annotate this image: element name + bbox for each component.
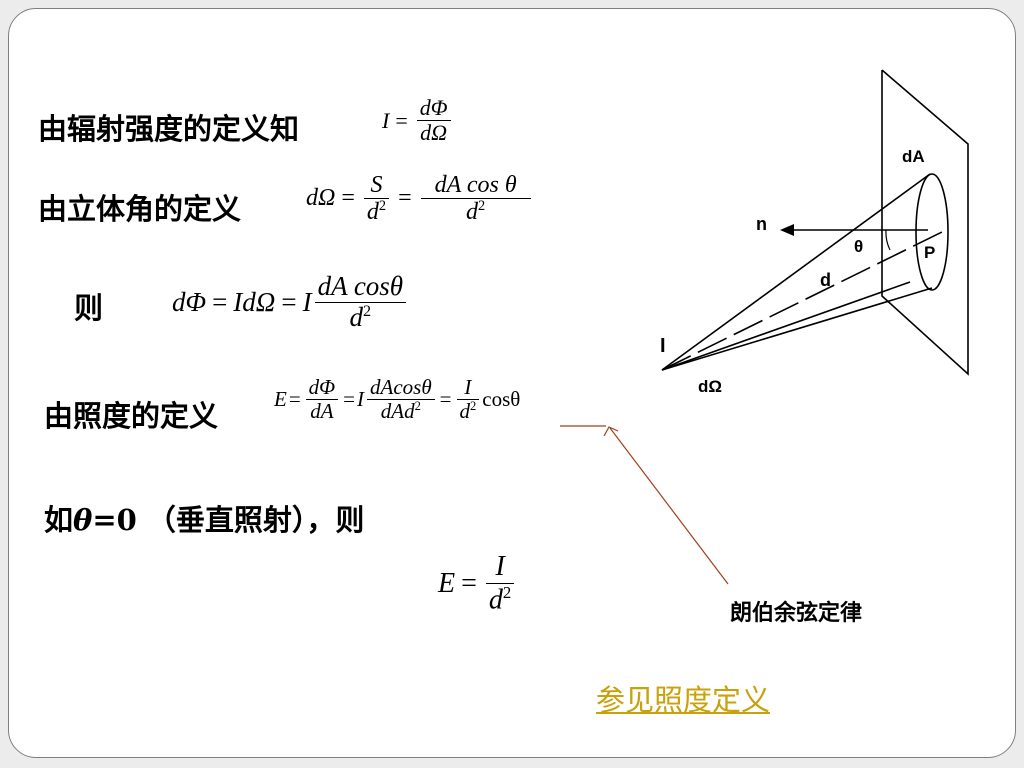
see-illuminance-definition-link[interactable]: 参见照度定义	[596, 683, 771, 717]
eq5-fraction: I d2	[485, 551, 515, 616]
eq4-denominator-2: dAd	[380, 399, 415, 424]
eq1-lhs: I	[382, 107, 390, 133]
label-d: d	[820, 270, 831, 290]
text-theta: θ	[73, 503, 93, 537]
eq2-lhs: dΩ	[306, 185, 336, 212]
eq2-fraction-2: dA cos θ d2	[420, 172, 531, 226]
eq1-denominator: dΩ	[420, 120, 448, 146]
eq4-lhs: E	[274, 387, 287, 412]
equation-illuminance: E = dΦ dA = I dAcosθ dAd2 = I d2 cosθ	[274, 375, 521, 424]
eq4-tail: cosθ	[482, 387, 521, 412]
eq4-fraction-2: dAcosθ dAd2	[367, 375, 435, 424]
eq3-fraction: dA cosθ d2	[314, 271, 407, 332]
eq4-numerator-1: dΦ	[308, 375, 336, 399]
text-if: 如	[44, 503, 74, 537]
eq5-numerator: I	[495, 551, 505, 582]
eq4-denominator-1: dA	[310, 399, 334, 424]
eq4-numerator-2: dAcosθ	[370, 375, 432, 399]
equation-flux: dΦ = IdΩ = I dA cosθ d2	[172, 271, 409, 332]
label-dOmega: dΩ	[698, 377, 722, 396]
eq5-denominator: d	[488, 584, 503, 616]
equation-intensity: I = dΦ dΩ	[382, 95, 454, 146]
eq2-numerator-1: S	[370, 172, 383, 198]
eq4-equals-3: =	[439, 387, 452, 412]
eq2-exponent-2: 2	[478, 198, 486, 215]
eq1-numerator: dΦ	[419, 95, 448, 120]
eq1-equals: =	[395, 107, 408, 133]
eq5-lhs: E	[438, 567, 456, 599]
label-theta: θ	[854, 237, 863, 256]
eq2-numerator-2: dA cos θ	[434, 172, 517, 198]
eq4-factor: I	[357, 387, 365, 412]
equation-solid-angle: dΩ = S d2 = dA cos θ d2	[306, 172, 534, 226]
eq3-denominator: d	[349, 301, 364, 332]
eq3-numerator: dA cosθ	[317, 271, 404, 301]
eq4-fraction-3: I d2	[456, 375, 480, 424]
eq3-middle: IdΩ	[233, 286, 276, 317]
plane	[881, 69, 969, 376]
eq2-equals-2: =	[398, 185, 412, 212]
text-normal-incidence-rest: =0 （垂直照射），则	[92, 503, 365, 537]
eq1-fraction: dΦ dΩ	[416, 95, 451, 146]
equation-inverse-square: E = I d2	[438, 551, 517, 616]
eq3-lhs: dΦ	[172, 286, 207, 317]
eq4-equals-2: =	[343, 387, 356, 412]
eq3-factor: I	[302, 286, 312, 317]
eq5-equals: =	[461, 567, 477, 599]
eq3-equals-2: =	[281, 286, 297, 317]
eq2-equals-1: =	[341, 185, 355, 212]
eq4-equals-1: =	[288, 387, 301, 412]
eq4-exponent-3: 2	[470, 399, 477, 414]
lambert-cosine-law-label: 朗伯余弦定律	[730, 601, 863, 626]
text-radiant-intensity-definition: 由辐射强度的定义知	[38, 112, 300, 146]
cone-rim	[915, 173, 949, 291]
label-n: n	[756, 214, 767, 234]
label-dA: dA	[902, 147, 925, 166]
text-normal-incidence: 如θ=0 （垂直照射），则	[44, 497, 364, 539]
eq5-exponent: 2	[502, 582, 512, 602]
label-P: P	[924, 243, 935, 262]
text-solid-angle-definition: 由立体角的定义	[38, 192, 242, 226]
eq4-fraction-1: dΦ dA	[305, 375, 339, 424]
eq2-exponent-1: 2	[378, 198, 387, 215]
eq3-equals-1: =	[212, 286, 228, 317]
text-illuminance-definition: 由照度的定义	[44, 399, 219, 433]
eq2-fraction-1: S d2	[363, 172, 390, 226]
label-I: I	[660, 335, 666, 357]
slide	[8, 8, 1016, 758]
solid-angle-diagram: dA n θ P d I dΩ	[660, 69, 969, 396]
eq4-numerator-3: I	[464, 375, 472, 399]
eq4-exponent-2: 2	[414, 399, 421, 414]
eq4-denominator-3: d	[459, 399, 471, 424]
text-then: 则	[74, 291, 104, 325]
eq3-exponent: 2	[363, 301, 372, 320]
normal-arrowhead	[780, 224, 794, 236]
eq2-denominator-1: d	[366, 199, 379, 226]
eq2-denominator-2: d	[466, 199, 479, 226]
